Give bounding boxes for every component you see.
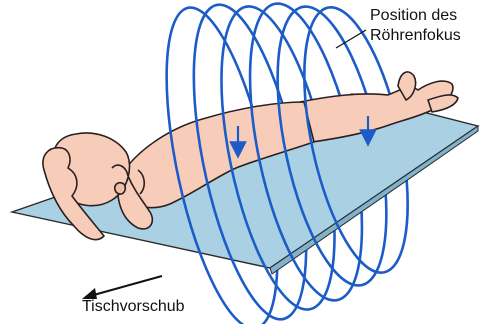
focus-leader-line xyxy=(336,30,366,48)
arrow-left-icon xyxy=(82,276,162,299)
ear xyxy=(115,183,126,194)
table-feed-label: Tischvorschub xyxy=(82,297,185,317)
focus-position-label: Position des Röhrenfokus xyxy=(370,6,461,46)
focus-position-line-2: Röhrenfokus xyxy=(370,26,461,46)
focus-position-line-1: Position des xyxy=(370,6,461,26)
